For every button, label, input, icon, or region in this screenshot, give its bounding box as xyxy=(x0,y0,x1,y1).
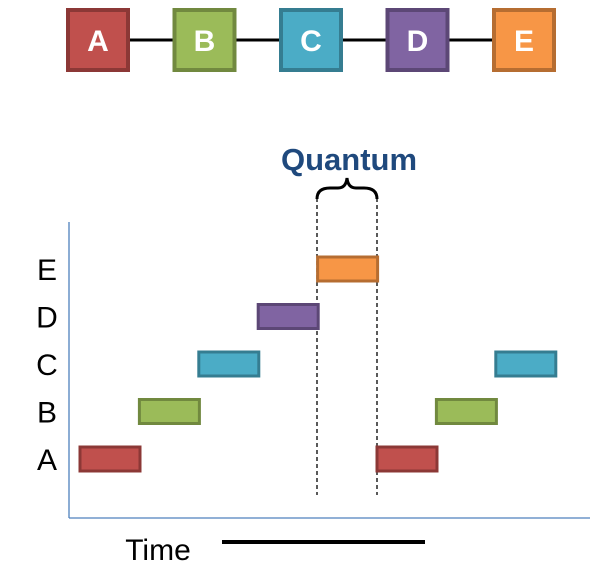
row-label-e: E xyxy=(37,254,57,287)
queue-node-a xyxy=(66,8,130,72)
time-slice-b xyxy=(137,398,201,425)
queue-node-label: A xyxy=(87,25,109,58)
time-slice-a xyxy=(78,445,142,473)
process-queue: A B C D E xyxy=(66,8,556,72)
row-label-b: B xyxy=(37,397,57,430)
queue-node-label: E xyxy=(514,25,534,58)
time-slice-d xyxy=(256,303,320,330)
queue-node-label: D xyxy=(407,25,429,58)
queue-node-b xyxy=(172,8,237,72)
queue-node-e xyxy=(492,8,556,72)
row-label-d: D xyxy=(36,302,58,335)
queue-node-label: C xyxy=(300,25,322,58)
time-slice-e xyxy=(316,255,380,283)
time-label: Time xyxy=(125,534,191,567)
time-slice-b xyxy=(434,398,498,425)
time-slice-c xyxy=(494,350,558,378)
row-label-c: C xyxy=(36,349,58,382)
queue-node-d xyxy=(385,8,450,72)
queue-node-c xyxy=(279,8,343,72)
row-label-a: A xyxy=(37,444,57,477)
quantum-label: Quantum xyxy=(281,142,417,177)
queue-node-label: B xyxy=(194,25,216,58)
time-slice-a xyxy=(375,445,439,473)
time-slice-c xyxy=(197,350,261,378)
time-slices xyxy=(78,255,558,473)
quantum-brace xyxy=(315,177,379,200)
